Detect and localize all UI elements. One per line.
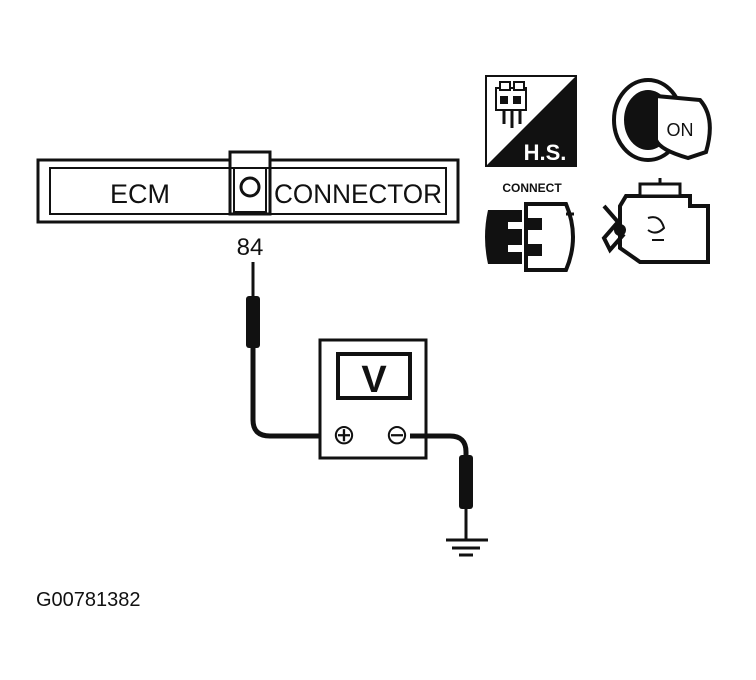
negative-terminal-icon: ⊖ [385,419,408,450]
hs-badge-text: H.S. [524,140,567,165]
voltmeter-display-symbol: V [361,359,387,401]
pin-number-label: 84 [237,234,264,261]
connector-left-label: ECM [110,179,170,209]
ecm-connector: ECM CONNECTOR [36,150,460,224]
figure-id: G00781382 [36,589,141,611]
positive-terminal-icon: ⊕ [332,419,355,450]
negative-lead-wire [410,433,469,455]
engine-icon [601,178,710,264]
voltmeter: V ⊕ ⊖ [318,338,428,460]
positive-probe-handle [246,296,260,348]
ignition-key-text: ON [667,120,694,140]
ignition-on-icon: ON [612,78,712,162]
connector-right-label: CONNECTOR [274,179,442,209]
positive-probe [246,262,333,439]
negative-probe-handle [459,455,473,509]
harness-side-icon: H.S. [485,75,577,167]
voltmeter-display [336,352,412,400]
connect-icon: CONNECT [485,181,575,272]
connect-label: CONNECT [502,181,562,195]
positive-lead-wire [250,348,333,439]
negative-probe [410,433,473,540]
connector-latch-hole [239,176,261,198]
ground-symbol-icon [446,538,488,557]
